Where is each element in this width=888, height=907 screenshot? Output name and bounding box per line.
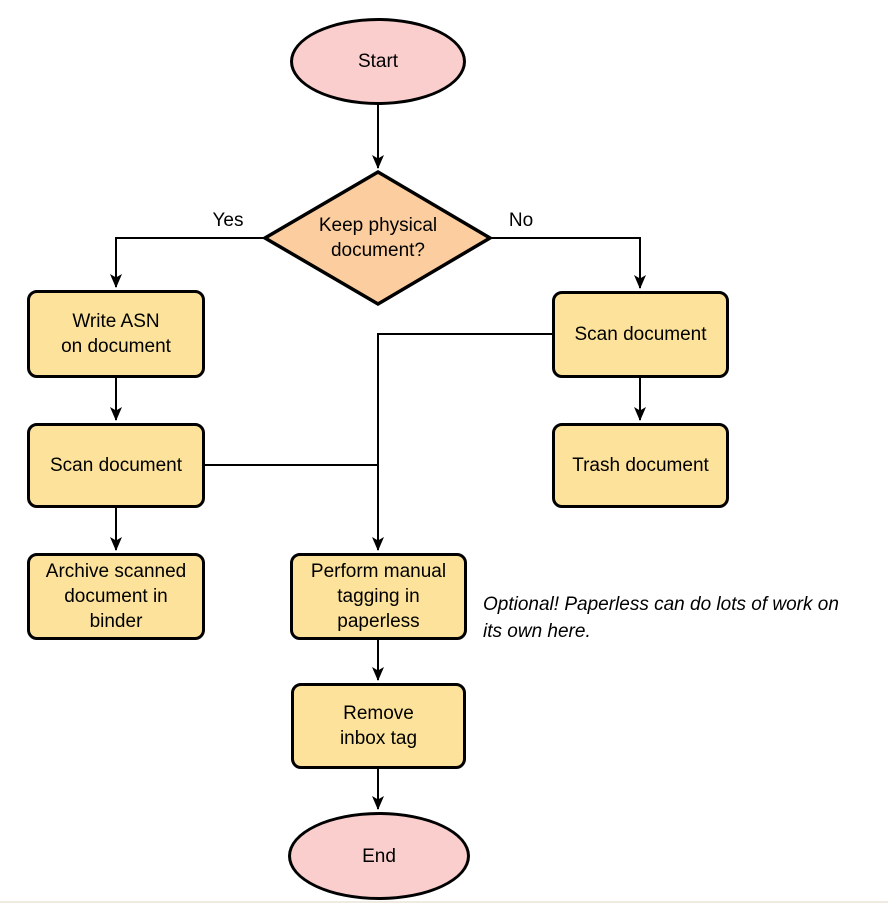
edge-label-no: No [508, 210, 534, 231]
edge-decision-no-to-scan-right [490, 237, 646, 289]
node-end: End [288, 812, 470, 900]
node-manual-tagging: Perform manual tagging in paperless [290, 553, 467, 640]
node-scan-document-right: Scan document [552, 291, 729, 378]
edge-scan-right-to-tagging [372, 333, 553, 551]
node-archive-in-binder: Archive scanned document in binder [27, 553, 205, 640]
optional-note: Optional! Paperless can do lots of work … [483, 594, 839, 642]
node-scan-document-left: Scan document [27, 423, 205, 508]
edge-label-yes: Yes [212, 210, 244, 231]
bottom-divider [0, 901, 888, 903]
decision-shape [261, 169, 494, 307]
edge-decision-yes-to-write-asn [110, 237, 265, 288]
node-start: Start [290, 18, 466, 105]
node-remove-inbox-tag: Remove inbox tag [291, 683, 466, 769]
node-write-asn: Write ASN on document [27, 290, 205, 378]
node-decision-label: Keep physical document? [318, 215, 438, 261]
node-trash-document: Trash document [552, 423, 729, 508]
